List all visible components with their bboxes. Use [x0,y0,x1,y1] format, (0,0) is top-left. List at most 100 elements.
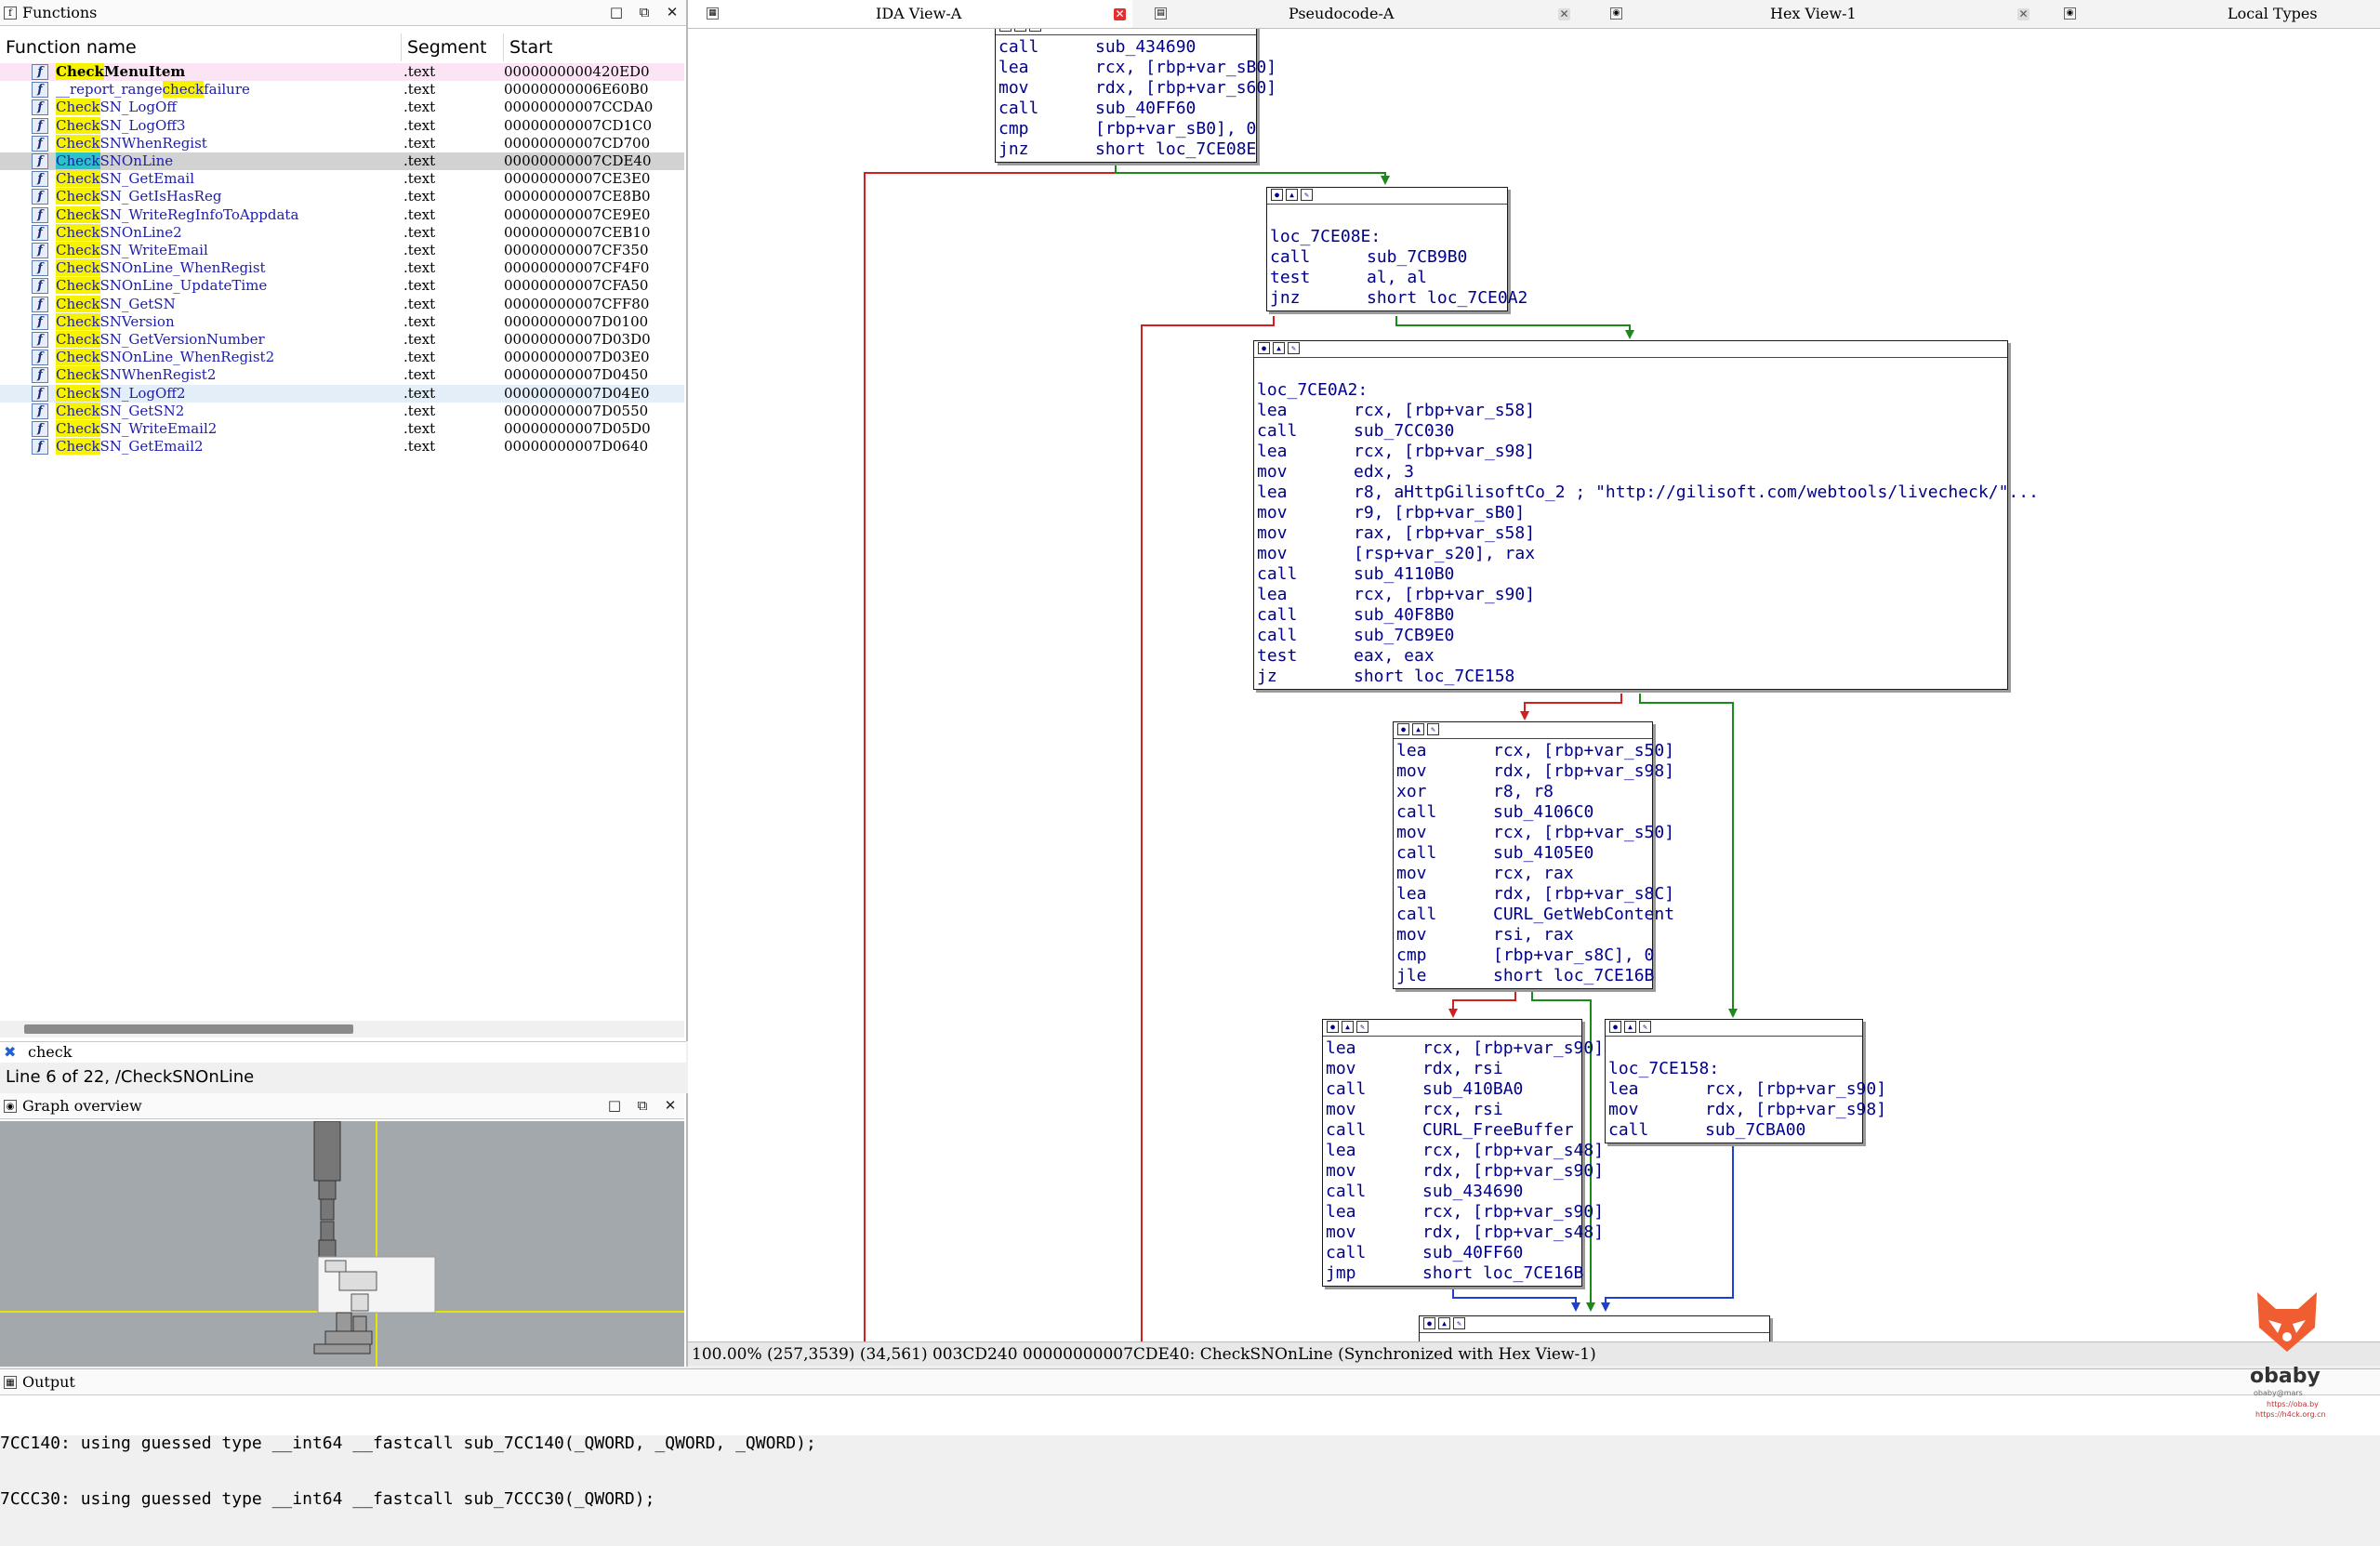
overview-canvas[interactable] [0,1121,684,1367]
block-label[interactable]: loc_7CE158: [1608,1059,1720,1078]
asm-operands[interactable]: sub_40FF60 [1095,99,1197,118]
block-label[interactable]: loc_7CE0A2: [1257,380,1368,400]
filter-bar[interactable]: ✖ check [0,1041,686,1063]
asm-operands[interactable]: rdx, [rbp+var_s48] [1422,1222,1605,1242]
close-tab-icon[interactable]: ✕ [1114,7,1126,20]
tab-local-types[interactable]: ◉ Local Types [2064,0,2380,28]
asm-operands[interactable]: rcx, [rbp+var_s48] [1422,1141,1605,1160]
asm-operands[interactable]: sub_410BA0 [1422,1079,1524,1099]
asm-operands[interactable]: rcx, [rbp+var_s98] [1354,442,1536,461]
horizontal-scrollbar-thumb[interactable] [24,1024,353,1034]
asm-operands[interactable]: sub_434690 [1422,1182,1524,1201]
asm-operands[interactable]: edx, 3 [1354,462,1415,482]
tab-ida-view-a[interactable]: ▦ IDA View-A ✕ ▤ Pseudocode-A ✕ ◉ Hex Vi… [688,0,2318,28]
asm-operands[interactable]: short loc_7CE0A2 [1367,288,1528,308]
asm-operands[interactable]: short loc_7CE08E [1095,139,1257,159]
maximize-icon[interactable]: □ [609,4,624,20]
column-header-function-name[interactable]: Function name [0,33,402,61]
asm-operands[interactable]: r8, r8 [1493,782,1554,801]
basic-block-loc-7ce16b[interactable]: ●▲✎ [1419,1315,1770,1341]
asm-operands[interactable]: rcx, [rbp+var_s50] [1493,741,1675,760]
asm-operands[interactable]: rcx, rsi [1422,1100,1503,1119]
asm-operands[interactable]: rdx, [rbp+var_s8C] [1493,884,1675,904]
asm-operands[interactable]: rcx, [rbp+var_sB0] [1095,58,1277,77]
close-icon[interactable]: ✕ [664,1097,677,1114]
asm-operands[interactable]: sub_4110B0 [1354,564,1455,584]
asm-operands[interactable]: sub_7CB9B0 [1367,247,1468,267]
block-label[interactable]: loc_7CE08E: [1270,227,1382,246]
asm-operands[interactable]: short loc_7CE158 [1354,667,1515,686]
column-header-start[interactable]: Start [509,37,553,58]
asm-operands[interactable]: rdx, [rbp+var_s98] [1493,761,1675,781]
asm-operands[interactable]: rdx, [rbp+var_s60] [1095,78,1277,98]
asm-operands[interactable]: sub_4106C0 [1493,802,1594,822]
clear-filter-icon[interactable]: ✖ [4,1043,17,1061]
asm-operands[interactable]: r9, [rbp+var_sB0] [1354,503,1526,522]
asm-operands[interactable]: eax, eax [1354,646,1435,666]
tab-pseudocode-a[interactable]: ▤ Pseudocode-A ✕ [1134,0,1579,28]
asm-operands[interactable]: sub_434690 [1095,37,1197,57]
asm-operands[interactable]: rcx, rax [1493,864,1574,883]
asm-operands[interactable]: rdx, [rbp+var_s98] [1705,1100,1887,1119]
asm-operands[interactable]: short loc_7CE16B [1493,966,1655,985]
column-header-segment[interactable]: Segment [402,33,504,61]
asm-operands[interactable]: CURL_GetWebContent [1493,905,1675,924]
close-icon[interactable]: ✕ [666,4,679,20]
asm-operands[interactable]: [rsp+var_s20], rax [1354,544,1536,563]
asm-operands[interactable]: rdx, rsi [1422,1059,1503,1078]
filter-input[interactable]: check [28,1043,73,1061]
asm-operands[interactable]: rdx, [rbp+var_s90] [1422,1161,1605,1181]
close-tab-icon[interactable]: ✕ [1558,7,1570,20]
asm-operands[interactable]: rcx, [rbp+var_s50] [1493,823,1675,842]
asm-operands[interactable]: [rbp+var_s8C], 0 [1493,945,1655,965]
asm-operands[interactable]: rcx, [rbp+var_s90] [1705,1079,1887,1099]
asm-operands[interactable]: sub_7CB9E0 [1354,626,1455,645]
asm-operands[interactable]: rcx, [rbp+var_s90] [1422,1202,1605,1222]
asm-operands[interactable]: rsi, rax [1493,925,1574,945]
asm-operands[interactable]: sub_40FF60 [1422,1243,1524,1262]
asm-operands[interactable]: r8, aHttpGilisoftCo_2 ; "http://gilisoft… [1354,482,2039,502]
asm-operands[interactable]: rax, [rbp+var_s58] [1354,523,1536,543]
asm-operands[interactable]: [rbp+var_sB0], 0 [1095,119,1257,139]
asm-operands[interactable]: sub_7CC030 [1354,421,1455,441]
asm-operands[interactable]: CURL_FreeBuffer [1422,1120,1574,1140]
asm-operands[interactable]: rcx, [rbp+var_s58] [1354,401,1536,420]
asm-operands[interactable]: rcx, [rbp+var_s90] [1354,585,1536,604]
asm-operands[interactable]: rcx, [rbp+var_s90] [1422,1038,1605,1058]
asm-operands[interactable]: sub_40F8B0 [1354,605,1455,625]
asm-operands[interactable]: al, al [1367,268,1428,287]
float-icon[interactable]: ⧉ [639,4,650,20]
asm-operands[interactable]: sub_7CBA00 [1705,1120,1806,1140]
maximize-icon[interactable]: □ [607,1097,622,1114]
close-tab-icon[interactable]: ✕ [2017,7,2030,20]
asm-operands[interactable]: short loc_7CE16B [1422,1263,1584,1283]
asm-operands[interactable]: sub_4105E0 [1493,843,1594,863]
